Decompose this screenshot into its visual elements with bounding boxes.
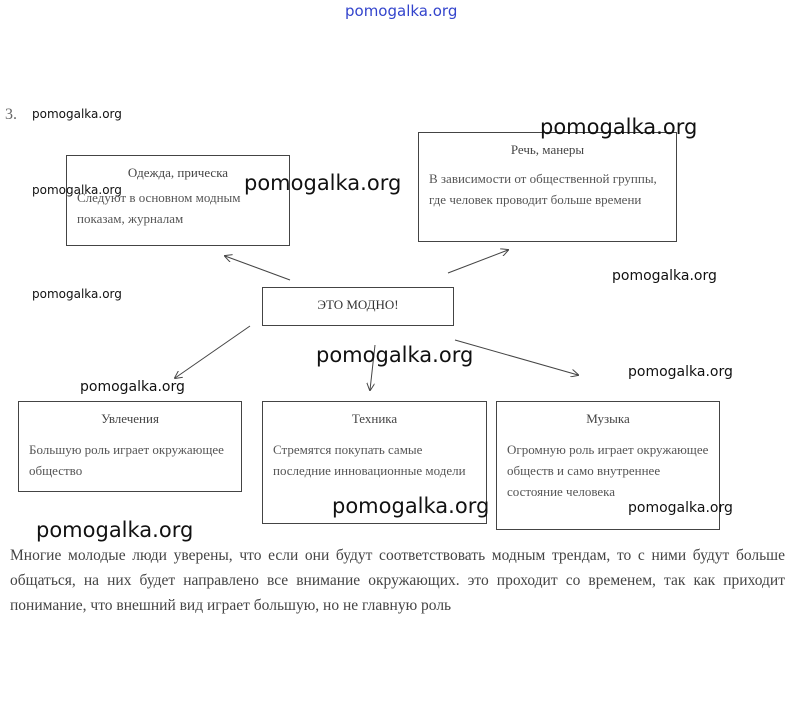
- watermark: pomogalka.org: [332, 494, 490, 518]
- watermark: pomogalka.org: [244, 171, 402, 195]
- box-speech: Речь, манеры В зависимости от общественно…: [418, 132, 677, 242]
- header-link[interactable]: pomogalka.org: [345, 2, 458, 20]
- box-title: Одежда, прическа: [127, 165, 229, 180]
- center-label: ЭТО МОДНО!: [317, 297, 399, 312]
- watermark: pomogalka.org: [32, 183, 122, 197]
- arrow: [454, 339, 578, 375]
- watermark: pomogalka.org: [628, 364, 733, 380]
- center-box: ЭТО МОДНО!: [262, 287, 454, 326]
- watermark: pomogalka.org: [316, 343, 474, 367]
- arrow: [370, 344, 376, 390]
- box-text: Большую роль играет окружающее общество: [29, 442, 224, 478]
- arrow: [447, 250, 508, 274]
- watermark: pomogalka.org: [80, 379, 185, 395]
- watermark: pomogalka.org: [32, 107, 122, 121]
- arrow: [225, 256, 291, 281]
- box-title: Увлечения: [101, 411, 159, 426]
- task-number: 3.: [5, 106, 17, 123]
- watermark: pomogalka.org: [612, 268, 717, 284]
- conclusion-paragraph: Многие молодые люди уверены, что если он…: [10, 547, 785, 614]
- box-text: Стремятся покупать самые последние иннов…: [273, 442, 466, 478]
- watermark: pomogalka.org: [628, 500, 733, 516]
- box-title: Музыка: [586, 411, 630, 426]
- box-text: Следуют в основном модным показам, журна…: [77, 190, 241, 226]
- box-text: Огромную роль играет окружающее обществ …: [507, 442, 709, 499]
- box-text: В зависимости от общественной группы, гд…: [429, 171, 657, 207]
- watermark: pomogalka.org: [540, 115, 698, 139]
- arrow: [175, 325, 251, 378]
- watermark: pomogalka.org: [36, 518, 194, 542]
- watermark: pomogalka.org: [32, 287, 122, 301]
- box-title: Техника: [351, 411, 398, 426]
- box-title: Речь, манеры: [510, 142, 585, 157]
